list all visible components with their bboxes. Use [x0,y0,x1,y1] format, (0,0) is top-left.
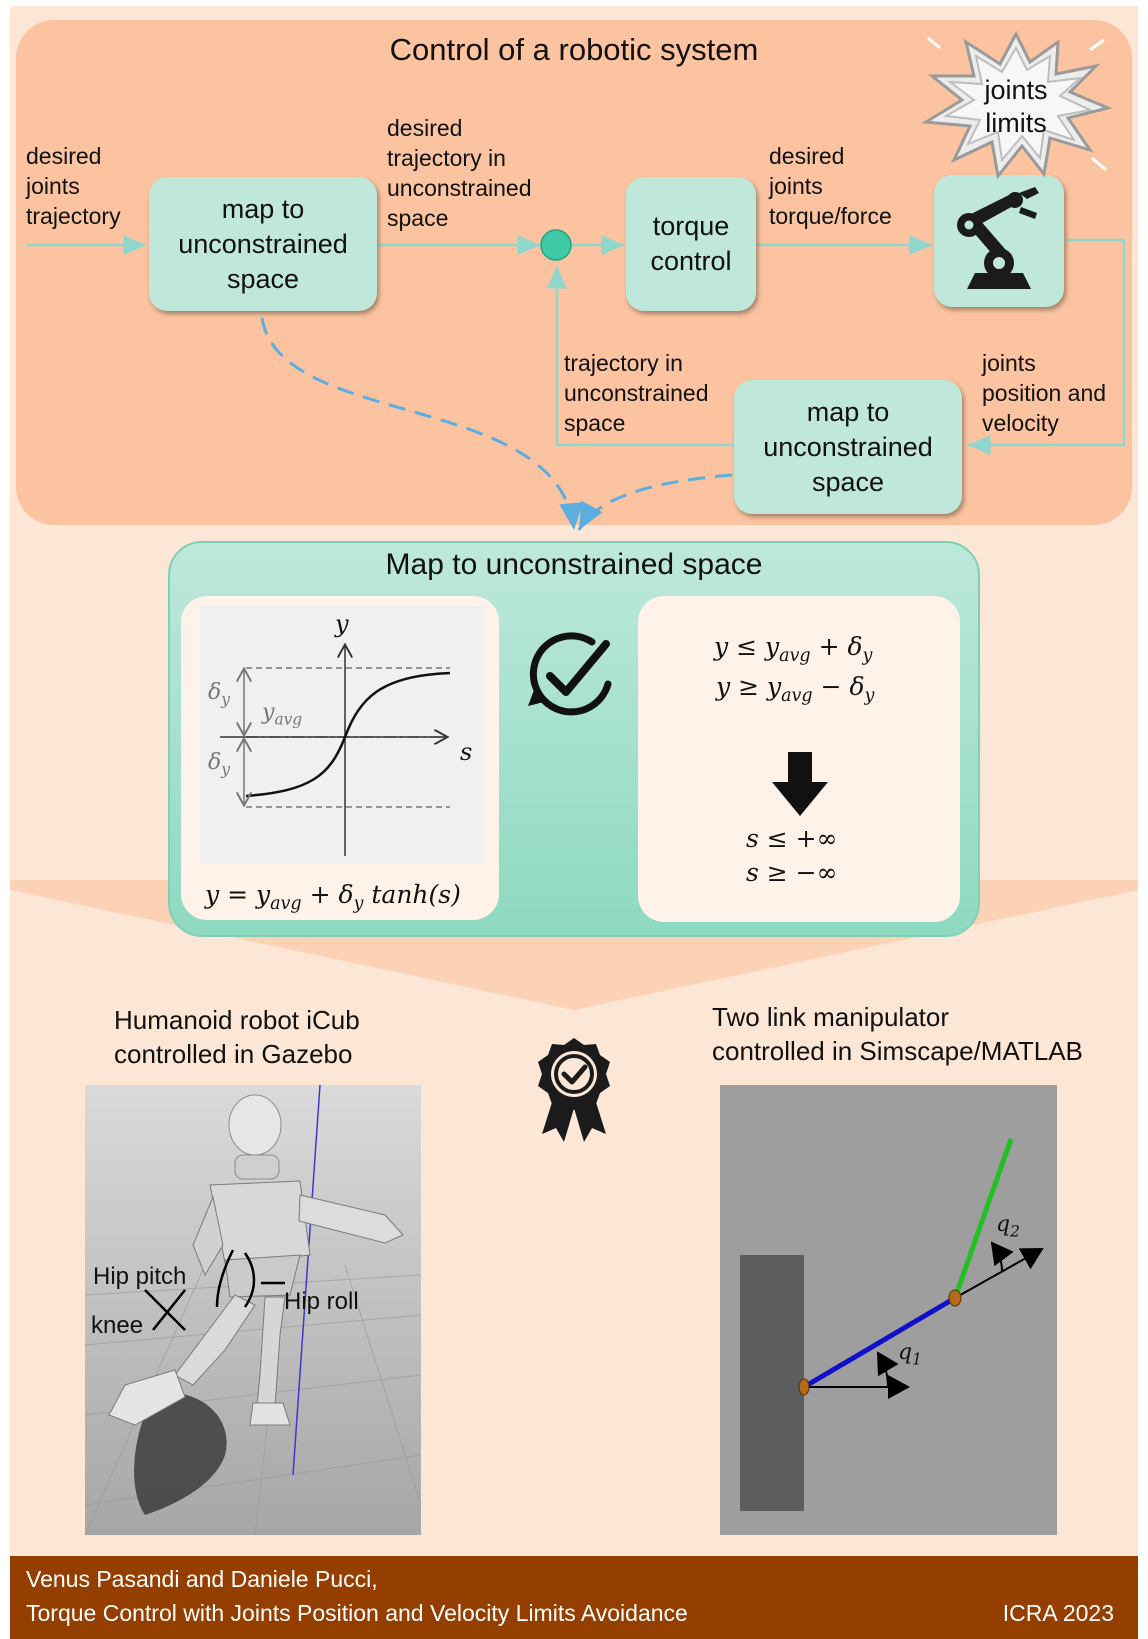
map-title: Map to unconstrained space [385,548,763,581]
map-to-unconstrained-box-2: map to unconstrained space [734,380,962,514]
plot-delta-lower: δy [208,750,230,779]
manipulator-scene [740,1138,1044,1511]
link-1 [802,1295,957,1390]
hip-roll-label: Hip roll [284,1288,359,1315]
summing-node [540,229,572,261]
icub-simulation-view [85,1085,421,1535]
control-title: Control of a robotic system [389,32,759,67]
footer-paper-title: Torque Control with Joints Position and … [26,1600,688,1626]
q1-label: q1 [898,1340,922,1369]
robot-feedback-arrow [968,238,1126,455]
joints-state-label: joints position and velocity [982,350,1107,436]
footer-venue: ICRA 2023 [1002,1600,1114,1626]
flow-diagram-lines [26,229,1126,531]
knee-label: knee [91,1312,144,1339]
manipulator-caption: Two link manipulator controlled in Simsc… [712,1002,1083,1066]
lower-inequality: y ≥ yavg − δy [716,672,875,707]
plot-s-label: s [460,738,473,766]
desired-joints-trajectory-label: desired joints trajectory [26,143,121,229]
plot-yavg-label: yavg [262,700,303,729]
desired-torque-label: desired joints torque/force [769,143,892,229]
q2-angle-arc [990,1241,1014,1272]
icub-scene [85,1085,421,1535]
joint-2 [948,1289,962,1307]
feedback-to-sum-arrow [547,266,734,447]
joint-1 [798,1378,810,1396]
desired-unconstrained-label: desired trajectory in unconstrained spac… [387,115,532,231]
down-arrow-icon [772,752,828,816]
upper-inequality: y ≤ yavg + δy [714,632,873,667]
tanh-formula: y = yavg + δy tanh(s) [205,880,461,915]
tanh-curve [245,671,451,798]
robot-box [934,175,1064,307]
torque-control-box: torque control [626,177,756,311]
s-upper-result: s ≤ +∞ [746,824,838,853]
plot-delta-upper: δy [208,680,230,709]
check-cycle-icon [528,632,612,716]
joints-limits-label: joints limits [984,75,1048,138]
s-lower-result: s ≥ −∞ [746,858,838,887]
robot-arm-icon [957,187,1039,289]
hip-pitch-label: Hip pitch [93,1263,187,1290]
map-to-unconstrained-box-1: map to unconstrained space [149,177,377,311]
base-wall [740,1255,804,1511]
icub-caption: Humanoid robot iCub controlled in Gazebo [114,1005,360,1069]
footer: Venus Pasandi and Daniele Pucci, Torque … [10,1556,1138,1639]
dashed-link-1 [260,317,584,531]
starburst-icon [921,30,1113,180]
plot-y-label: y [335,610,349,638]
feedback-trajectory-label: trajectory in unconstrained space [564,350,709,436]
q1-angle-arc [876,1351,899,1388]
q2-label: q2 [996,1212,1020,1241]
tanh-plot-lines [220,606,451,856]
link-2 [952,1138,1014,1299]
footer-authors: Venus Pasandi and Daniele Pucci, [26,1566,378,1592]
manipulator-simulation-view [720,1085,1057,1535]
dashed-link-2 [577,473,733,531]
q2-reference-arrow [954,1248,1044,1299]
award-badge-icon [538,1038,610,1142]
